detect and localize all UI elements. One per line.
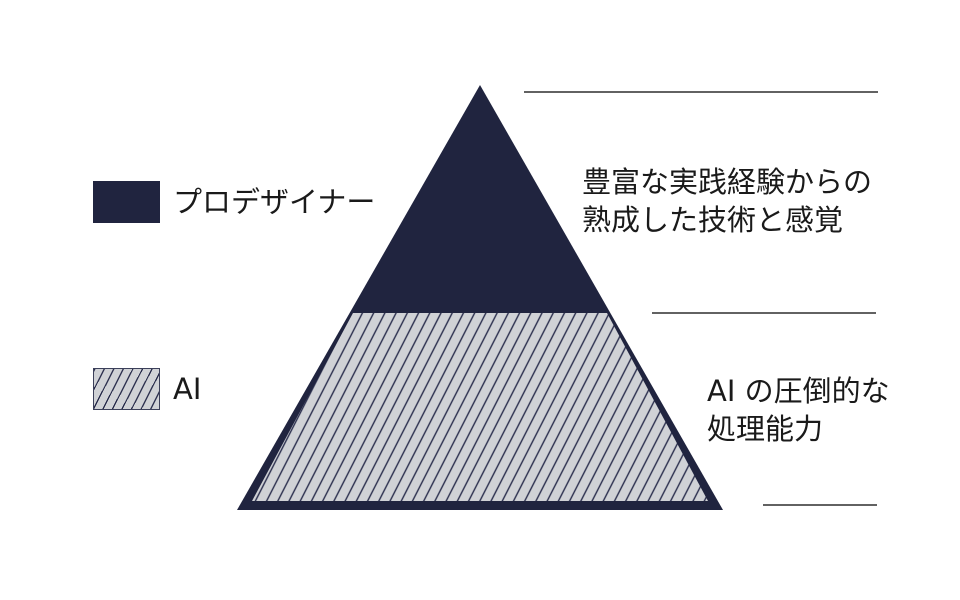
legend-label-ai: AI (173, 372, 202, 406)
legend-item-pro-designer: プロデザイナー (93, 181, 375, 223)
pyramid-bottom-section (252, 313, 708, 501)
annotation-bottom-tier: AI の圧倒的な 処理能力 (707, 372, 890, 448)
annotation-top-line-1: 豊富な実践経験からの (582, 165, 873, 199)
legend-swatch-hatched (93, 368, 160, 410)
legend-swatch-solid (93, 181, 160, 223)
legend-item-ai: AI (93, 368, 201, 410)
annotation-bottom-line-2: 処理能力 (707, 412, 824, 446)
annotation-top-tier: 豊富な実践経験からの 熟成した技術と感覚 (582, 163, 872, 239)
annotation-top-line-2: 熟成した技術と感覚 (582, 203, 844, 237)
annotation-bottom-line-1: AI の圧倒的な (707, 374, 890, 408)
legend-label-pro-designer: プロデザイナー (173, 185, 376, 219)
